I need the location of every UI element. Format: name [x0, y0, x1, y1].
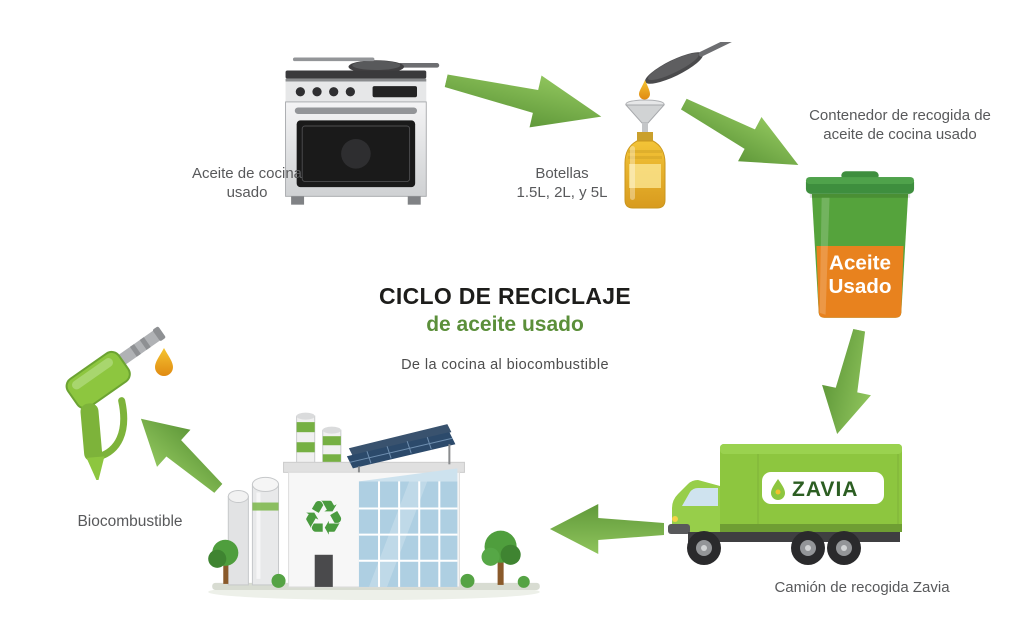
truck-label: Camión de recogida Zavia: [774, 579, 950, 596]
biofuel-label: Biocombustible: [77, 513, 183, 530]
glass-facade: [358, 468, 458, 587]
truck-wheel-front: [687, 531, 721, 565]
title-block: CICLO DE RECICLAJE de aceite usado De la…: [350, 283, 660, 373]
truck-wheel-rear1: [791, 531, 825, 565]
bin-orange-band: [816, 245, 904, 318]
nozzle-handle: [80, 403, 103, 462]
oil-bottle-illustration: [612, 42, 740, 216]
tree-icons: [208, 530, 530, 588]
oil-drop-icon: [639, 80, 650, 100]
page-title-highlight: de aceite usado: [426, 313, 584, 336]
nozzle-spout: [117, 329, 162, 365]
solar-panel-icon: [346, 424, 456, 473]
arrow-container-to-truck-icon: [806, 324, 889, 443]
arrow-bottle-to-container-icon: [669, 77, 815, 194]
arrow-truck-to-factory-icon: [548, 498, 664, 560]
oil-container-illustration: Aceite Usado: [802, 166, 918, 322]
factory-illustration: ♻: [198, 396, 550, 602]
arrow-factory-to-biofuel-icon: [119, 394, 239, 511]
silo-icons: [227, 476, 280, 586]
recycle-icon: ♻: [302, 492, 345, 546]
bin-text-line1: Aceite: [829, 252, 891, 275]
pan-on-stove-icon: [348, 60, 440, 74]
pouring-pan-icon: [645, 42, 737, 84]
truck-logo-plate: [762, 472, 884, 504]
fuel-nozzle-illustration: [46, 300, 181, 480]
nozzle-body: [65, 350, 131, 410]
container-label: Contenedor de recogida de aceite de coci…: [809, 107, 991, 144]
page-title: CICLO DE RECICLAJE: [378, 283, 632, 309]
funnel-icon: [624, 104, 666, 124]
truck-wheel-rear2: [827, 531, 861, 565]
truck-illustration: ZAVIA: [658, 436, 908, 576]
factory-door: [314, 554, 333, 587]
arrow-stove-to-bottle-icon: [439, 49, 612, 150]
used-oil-label: Aceite de cocina usado: [191, 165, 303, 202]
biofuel-drop-icon: [155, 348, 173, 376]
bin-text-line2: Usado: [828, 275, 891, 298]
truck-logo-text: ZAVIA: [792, 478, 858, 501]
page-subtitle: De la cocina al biocombustible: [401, 357, 609, 373]
bottles-label: Botellas 1.5L, 2L, y 5L: [516, 165, 608, 202]
nozzle-trigger-guard: [94, 397, 128, 461]
stove-illustration: [280, 52, 442, 212]
